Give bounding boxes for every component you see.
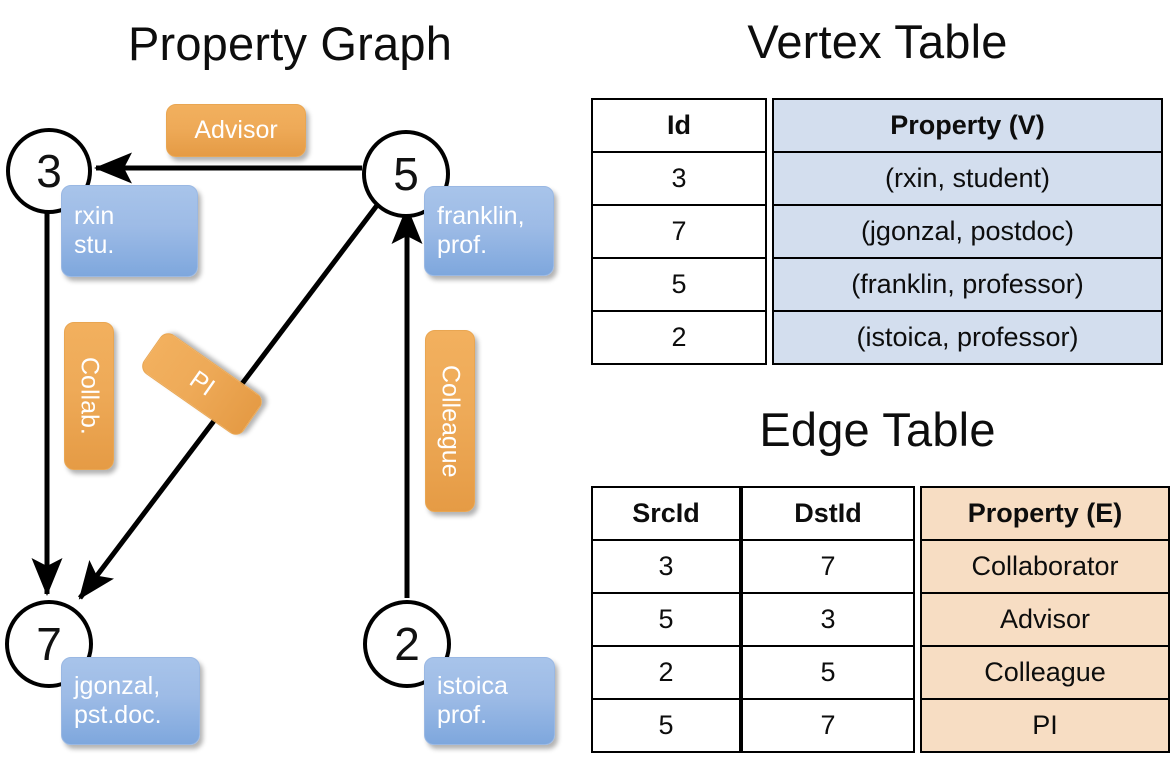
vertex-cell-id: 2 [591,310,767,365]
graph-node-5-property-chip: franklin, prof. [424,186,554,276]
edge-cell-dstid: 3 [741,592,915,647]
edge-table-dstid-column: DstId 7 3 5 7 [741,486,915,753]
graph-node-2-label: 2 [394,618,420,670]
graph-node-3-label: 3 [36,145,62,197]
vertex-header-property: Property (V) [772,98,1163,153]
edge-header-property: Property (E) [920,486,1170,541]
vertex-table-id-column: Id 3 7 5 2 [591,98,767,365]
graph-node-2-property-chip: istoica prof. [424,657,555,745]
node-7-prop-line-1: jgonzal, [74,671,161,700]
edge-table-property-column: Property (E) Collaborator Advisor Collea… [920,486,1170,753]
table-row[interactable]: (jgonzal, postdoc) [772,204,1163,259]
edge-table: SrcId 3 5 2 5 DstId 7 3 5 7 Property (E) [591,486,1170,753]
table-row[interactable]: Collaborator [920,539,1170,594]
table-row[interactable]: PI [920,698,1170,753]
table-row[interactable]: 3 [741,592,915,647]
edge-table-header-row: SrcId [591,486,741,541]
edge-cell-srcid: 2 [591,645,741,700]
graph-node-3-property-chip: rxin stu. [61,185,198,277]
graph-node-5[interactable]: 5 [362,130,450,218]
vertex-cell-id: 3 [591,151,767,206]
edge-cell-dstid: 5 [741,645,915,700]
table-row[interactable]: 5 [591,592,741,647]
page-title-property-graph: Property Graph [127,17,453,70]
page-title-edge-table: Edge Table [759,403,996,456]
vertex-cell-property: (istoica, professor) [772,310,1163,365]
vertex-cell-property: (franklin, professor) [772,257,1163,312]
table-row[interactable]: 3 [591,151,767,206]
table-row[interactable]: 5 [741,645,915,700]
edge-cell-dstid: 7 [741,698,915,753]
node-5-prop-line-2: prof. [437,231,488,259]
vertex-table: Id 3 7 5 2 Property (V) (rxin, student) … [591,98,1163,365]
edge-cell-property: Colleague [920,645,1170,700]
edge-label-chip-collab: Collab. [64,322,114,470]
table-row[interactable]: (istoica, professor) [772,310,1163,365]
vertex-cell-property: (rxin, student) [772,151,1163,206]
edge-cell-property: Collaborator [920,539,1170,594]
edge-label-advisor-text: Advisor [194,116,278,144]
edge-cell-dstid: 7 [741,539,915,594]
edge-label-chip-colleague: Colleague [425,330,475,512]
table-row[interactable]: 2 [591,310,767,365]
node-7-prop-line-2: pst.doc. [74,701,162,729]
table-row[interactable]: (franklin, professor) [772,257,1163,312]
property-graph-diagram: 3 5 7 2 rxin stu. franklin, prof. jgonza… [0,85,580,760]
edge-table-header-row: DstId [741,486,915,541]
node-3-prop-line-2: stu. [74,231,115,259]
table-row[interactable]: 7 [741,698,915,753]
edge-cell-srcid: 3 [591,539,741,594]
node-2-prop-line-2: prof. [437,701,488,729]
edge-cell-srcid: 5 [591,698,741,753]
vertex-cell-id: 5 [591,257,767,312]
table-row[interactable]: 7 [741,539,915,594]
graph-node-7-label: 7 [36,618,62,670]
vertex-cell-property: (jgonzal, postdoc) [772,204,1163,259]
vertex-table-header-row: Id [591,98,767,153]
edge-label-pi-text: PI [184,365,220,402]
table-row[interactable]: 2 [591,645,741,700]
edge-label-colleague-text: Colleague [436,364,465,478]
graph-node-7-property-chip: jgonzal, pst.doc. [61,657,200,745]
node-5-prop-line-1: franklin, [437,201,525,230]
edge-table-header-row: Property (E) [920,486,1170,541]
vertex-table-property-column: Property (V) (rxin, student) (jgonzal, p… [772,98,1163,365]
graph-node-3[interactable]: 3 [6,128,92,214]
graph-node-5-label: 5 [393,148,419,200]
table-row[interactable]: Colleague [920,645,1170,700]
vertex-table-header-row: Property (V) [772,98,1163,153]
edge-header-srcid: SrcId [591,486,741,541]
table-row[interactable]: 7 [591,204,767,259]
edge-cell-srcid: 5 [591,592,741,647]
edge-label-collab-text: Collab. [75,357,104,435]
table-row[interactable]: Advisor [920,592,1170,647]
edge-table-srcid-column: SrcId 3 5 2 5 [591,486,741,753]
node-3-prop-line-1: rxin [74,201,115,230]
vertex-cell-id: 7 [591,204,767,259]
table-row[interactable]: 5 [591,698,741,753]
edge-label-chip-advisor: Advisor [166,104,306,157]
table-row[interactable]: 3 [591,539,741,594]
table-row[interactable]: (rxin, student) [772,151,1163,206]
node-2-prop-line-1: istoica [437,671,508,700]
edge-header-dstid: DstId [741,486,915,541]
edge-cell-property: PI [920,698,1170,753]
edge-cell-property: Advisor [920,592,1170,647]
page-title-vertex-table: Vertex Table [747,15,1008,68]
vertex-header-id: Id [591,98,767,153]
table-row[interactable]: 5 [591,257,767,312]
